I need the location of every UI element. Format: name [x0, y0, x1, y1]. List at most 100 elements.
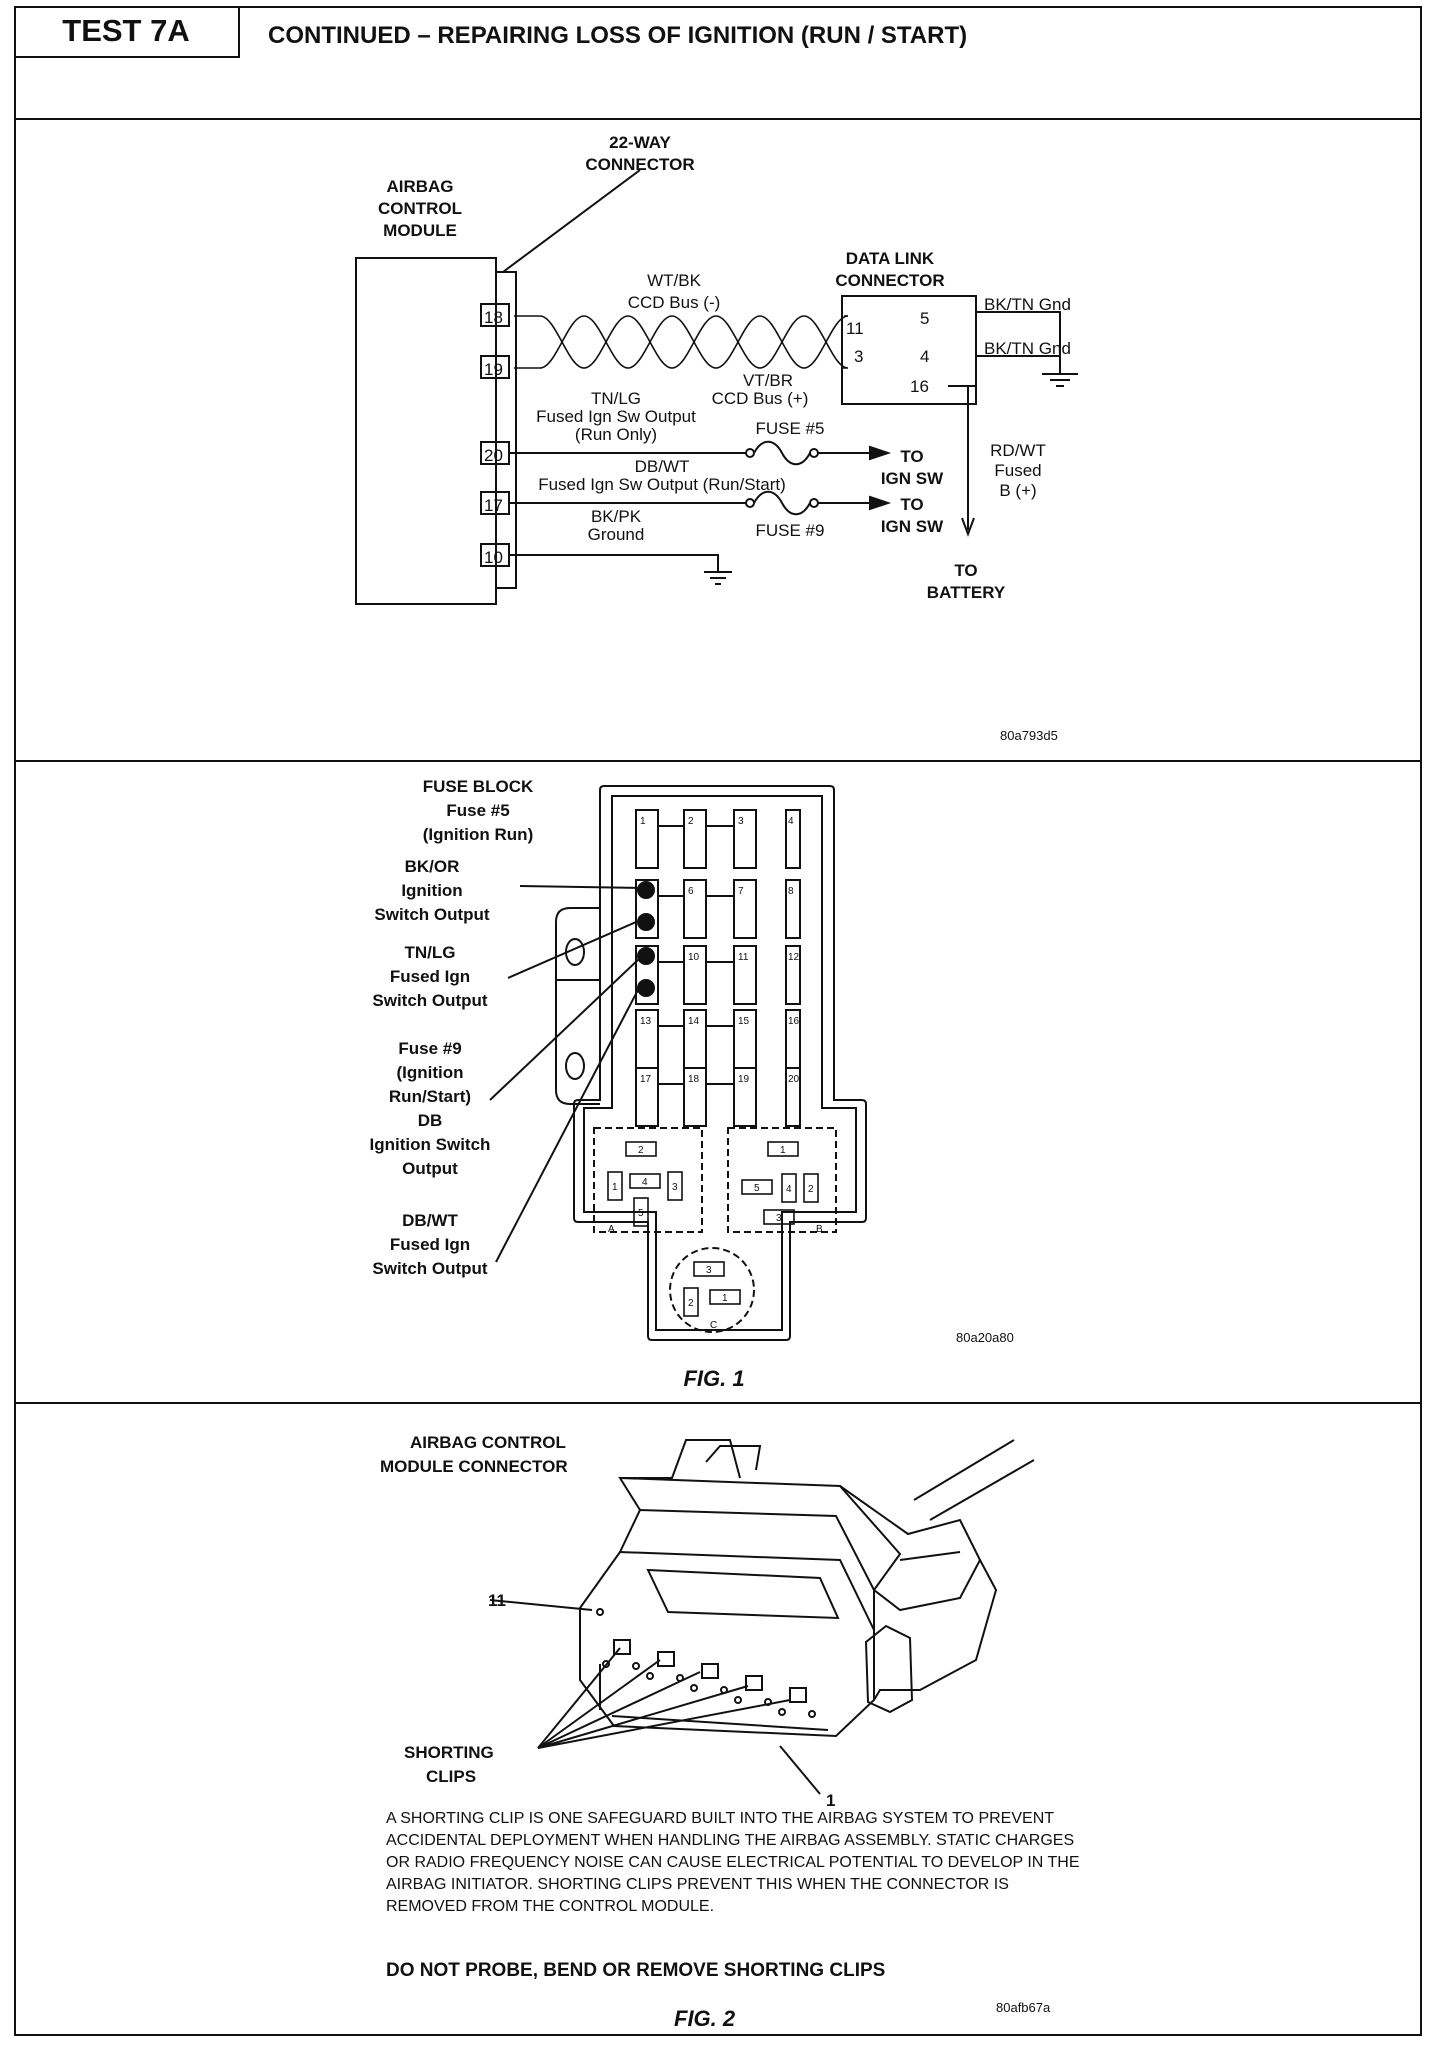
relay-cavity: 3 — [763, 1209, 795, 1225]
fuse-slot: 16 — [785, 1009, 801, 1069]
fuse-slot: 20 — [785, 1067, 801, 1127]
label-vt-br: VT/BR — [743, 371, 793, 390]
cavity-number: 3 — [776, 1213, 782, 1224]
pin-17: 17 — [484, 496, 503, 515]
conn-title-2: MODULE CONNECTOR — [380, 1457, 568, 1476]
fuse-number: 20 — [788, 1074, 800, 1085]
highlighted-terminal — [637, 979, 655, 997]
cavity-number: 5 — [638, 1208, 644, 1219]
fuse-slot: 7 — [733, 879, 757, 939]
label-fuse5: FUSE #5 — [756, 419, 825, 438]
label-ccd-minus: CCD Bus (-) — [628, 293, 721, 312]
cavity-number: 1 — [722, 1293, 728, 1304]
bk-or-1: BK/OR — [405, 857, 460, 876]
label-acm-1: AIRBAG — [386, 177, 453, 196]
highlighted-terminal — [637, 913, 655, 931]
fuse9-5: Ignition Switch — [370, 1135, 491, 1154]
ccd-bus-twisted-pair — [514, 315, 849, 369]
fig-2-label: FIG. 2 — [674, 2006, 736, 2031]
db-wt-wire — [509, 490, 892, 516]
pin-19: 19 — [484, 360, 503, 379]
label-connector: CONNECTOR — [585, 155, 694, 174]
fuse-number: 14 — [688, 1016, 700, 1027]
dlc-pin-11: 11 — [846, 319, 864, 338]
label-ign-sw-1: IGN SW — [881, 469, 944, 488]
label-acm-3: MODULE — [383, 221, 457, 240]
bk-or-3: Switch Output — [374, 905, 490, 924]
pin-18: 18 — [484, 308, 503, 327]
figure-code-1: 80a793d5 — [1000, 728, 1058, 743]
label-bk-pk: BK/PK — [591, 507, 642, 526]
dlc-pin-5: 5 — [920, 309, 929, 328]
label-bktn-gnd-1: BK/TN Gnd — [984, 295, 1071, 314]
label-fused-ign-run: Fused Ign Sw Output — [536, 407, 696, 426]
cavity-number: 3 — [672, 1182, 678, 1193]
cavity-number: 1 — [780, 1145, 786, 1156]
relay-cavity: 1 — [607, 1171, 623, 1201]
fuse-slot: 17 — [635, 1067, 659, 1127]
fuse-number: 17 — [640, 1074, 652, 1085]
cavity-number: 4 — [786, 1184, 792, 1195]
fb-title-3: (Ignition Run) — [423, 825, 533, 844]
page-title: CONTINUED – REPAIRING LOSS OF IGNITION (… — [268, 22, 968, 49]
db-wt-3: Switch Output — [372, 1259, 488, 1278]
fuse-slot: 3 — [733, 809, 757, 869]
pin-1-label: 1 — [826, 1791, 835, 1810]
fuse-number: 4 — [788, 816, 794, 827]
cavity-number: 2 — [638, 1145, 644, 1156]
label-bktn-gnd-2: BK/TN Gnd — [984, 339, 1071, 358]
clip-cavity — [690, 1663, 728, 1694]
bk-or-2: Ignition — [401, 881, 462, 900]
fuse-number: 10 — [688, 952, 700, 963]
cavity-number: 5 — [754, 1183, 760, 1194]
test-label: TEST 7A — [14, 6, 240, 58]
fuse-block — [555, 785, 867, 1341]
relay-cavity: 3 — [693, 1261, 725, 1277]
fuse-number: 15 — [738, 1016, 750, 1027]
fuse-slot: 19 — [733, 1067, 757, 1127]
fuse-number: 3 — [738, 816, 744, 827]
relay-cavity: 2 — [625, 1141, 657, 1157]
clips-1: SHORTING — [404, 1743, 494, 1762]
shorting-clip-note: A SHORTING CLIP IS ONE SAFEGUARD BUILT I… — [386, 1810, 1080, 1915]
fb-title-1: FUSE BLOCK — [423, 777, 534, 796]
label-fused-ign-runstart: Fused Ign Sw Output (Run/Start) — [538, 475, 786, 494]
clip-cavity — [602, 1639, 640, 1670]
dlc-pin-16: 16 — [910, 377, 929, 396]
acm-connector-drawing — [489, 1439, 1035, 1795]
figure-code-2: 80a20a80 — [956, 1330, 1014, 1345]
fuse9-1: Fuse #9 — [398, 1039, 461, 1058]
label-run-only: (Run Only) — [575, 425, 657, 444]
relay-bay-letter: C — [710, 1320, 717, 1331]
fuse-number: 19 — [738, 1074, 750, 1085]
fuse-number: 2 — [688, 816, 694, 827]
fuse-slot: 13 — [635, 1009, 659, 1069]
fuse-number: 7 — [738, 886, 744, 897]
label-rd-wt: RD/WT — [990, 441, 1046, 460]
tn-lg-wire — [509, 440, 892, 466]
fuse-block-leaders — [489, 885, 641, 1263]
label-ign-sw-2: IGN SW — [881, 517, 944, 536]
dlc-pin-4: 4 — [920, 347, 929, 366]
fuse-slot — [635, 879, 659, 939]
highlighted-terminal — [637, 881, 655, 899]
fuse-number: 1 — [640, 816, 646, 827]
label-to-3: TO — [954, 561, 977, 580]
relay-cavity: 5 — [741, 1179, 773, 1195]
relay-cavity: 5 — [633, 1197, 649, 1227]
label-dlc-2: CONNECTOR — [835, 271, 944, 290]
label-ccd-plus: CCD Bus (+) — [712, 389, 809, 408]
label-dlc-1: DATA LINK — [846, 249, 935, 268]
leader-line — [502, 169, 641, 273]
relay-cavity: 1 — [767, 1141, 799, 1157]
label-fused: Fused — [994, 461, 1041, 480]
fuse-slot: 4 — [785, 809, 801, 869]
relay-cavity: 4 — [629, 1173, 661, 1189]
ground-wire — [509, 554, 732, 585]
relay-bay-letter: B — [816, 1224, 823, 1235]
clip-leaders — [537, 1647, 791, 1749]
fig-1-label: FIG. 1 — [683, 1366, 744, 1391]
